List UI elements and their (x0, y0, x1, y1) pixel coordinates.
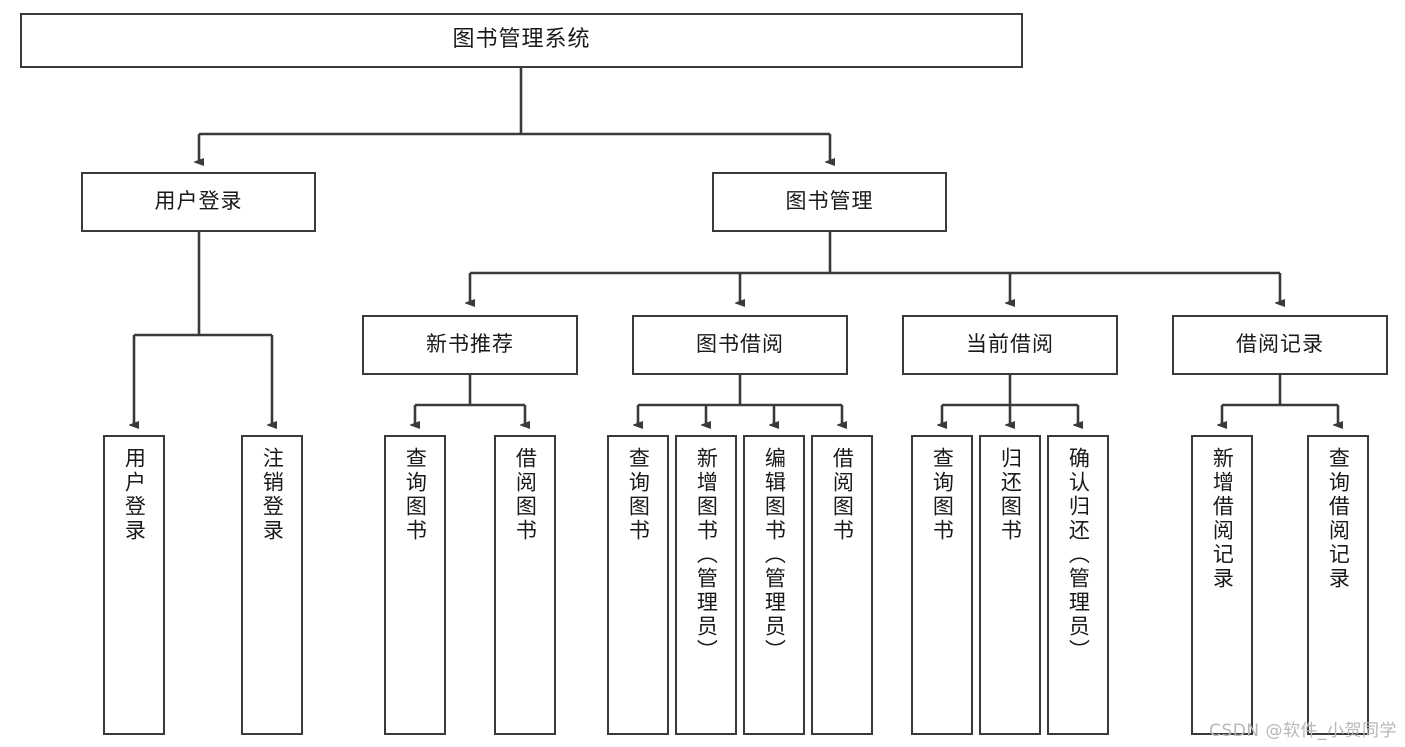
leaf-label: 注销登录 (260, 447, 285, 543)
node-book-borrow[interactable]: 图书借阅 (632, 315, 848, 375)
leaf-records-add-record[interactable]: 新增借阅记录 (1191, 435, 1253, 735)
leaf-label: 借阅图书 (513, 447, 538, 543)
leaf-label: 查询图书 (403, 447, 428, 543)
leaf-current-return-book[interactable]: 归还图书 (979, 435, 1041, 735)
leaf-label: 查询图书 (930, 447, 955, 543)
leaf-label: 查询图书 (626, 447, 651, 543)
leaf-borrow-edit-book-admin[interactable]: 编辑图书（管理员） (743, 435, 805, 735)
leaf-label: 查询借阅记录 (1326, 447, 1351, 591)
node-book-management[interactable]: 图书管理 (712, 172, 947, 232)
node-root-system[interactable]: 图书管理系统 (20, 13, 1023, 68)
leaf-borrow-borrow-book[interactable]: 借阅图书 (811, 435, 873, 735)
leaf-label: 编辑图书（管理员） (762, 447, 787, 663)
leaf-records-query-record[interactable]: 查询借阅记录 (1307, 435, 1369, 735)
node-new-book-recommend[interactable]: 新书推荐 (362, 315, 578, 375)
leaf-user-login-logout[interactable]: 注销登录 (241, 435, 303, 735)
node-borrow-records[interactable]: 借阅记录 (1172, 315, 1388, 375)
leaf-current-confirm-return-admin[interactable]: 确认归还（管理员） (1047, 435, 1109, 735)
node-current-borrow[interactable]: 当前借阅 (902, 315, 1118, 375)
leaf-label: 新增图书（管理员） (694, 447, 719, 663)
leaf-recommend-query-book[interactable]: 查询图书 (384, 435, 446, 735)
node-user-login[interactable]: 用户登录 (81, 172, 316, 232)
leaf-borrow-query-book[interactable]: 查询图书 (607, 435, 669, 735)
leaf-recommend-borrow-book[interactable]: 借阅图书 (494, 435, 556, 735)
leaf-label: 归还图书 (998, 447, 1023, 543)
leaf-current-query-book[interactable]: 查询图书 (911, 435, 973, 735)
leaf-borrow-add-book-admin[interactable]: 新增图书（管理员） (675, 435, 737, 735)
leaf-label: 确认归还（管理员） (1066, 447, 1091, 663)
leaf-label: 用户登录 (122, 447, 147, 543)
csdn-watermark: CSDN @软件_小贺同学 (1209, 721, 1397, 741)
leaf-label: 借阅图书 (830, 447, 855, 543)
leaf-label: 新增借阅记录 (1210, 447, 1235, 591)
leaf-user-login-login[interactable]: 用户登录 (103, 435, 165, 735)
